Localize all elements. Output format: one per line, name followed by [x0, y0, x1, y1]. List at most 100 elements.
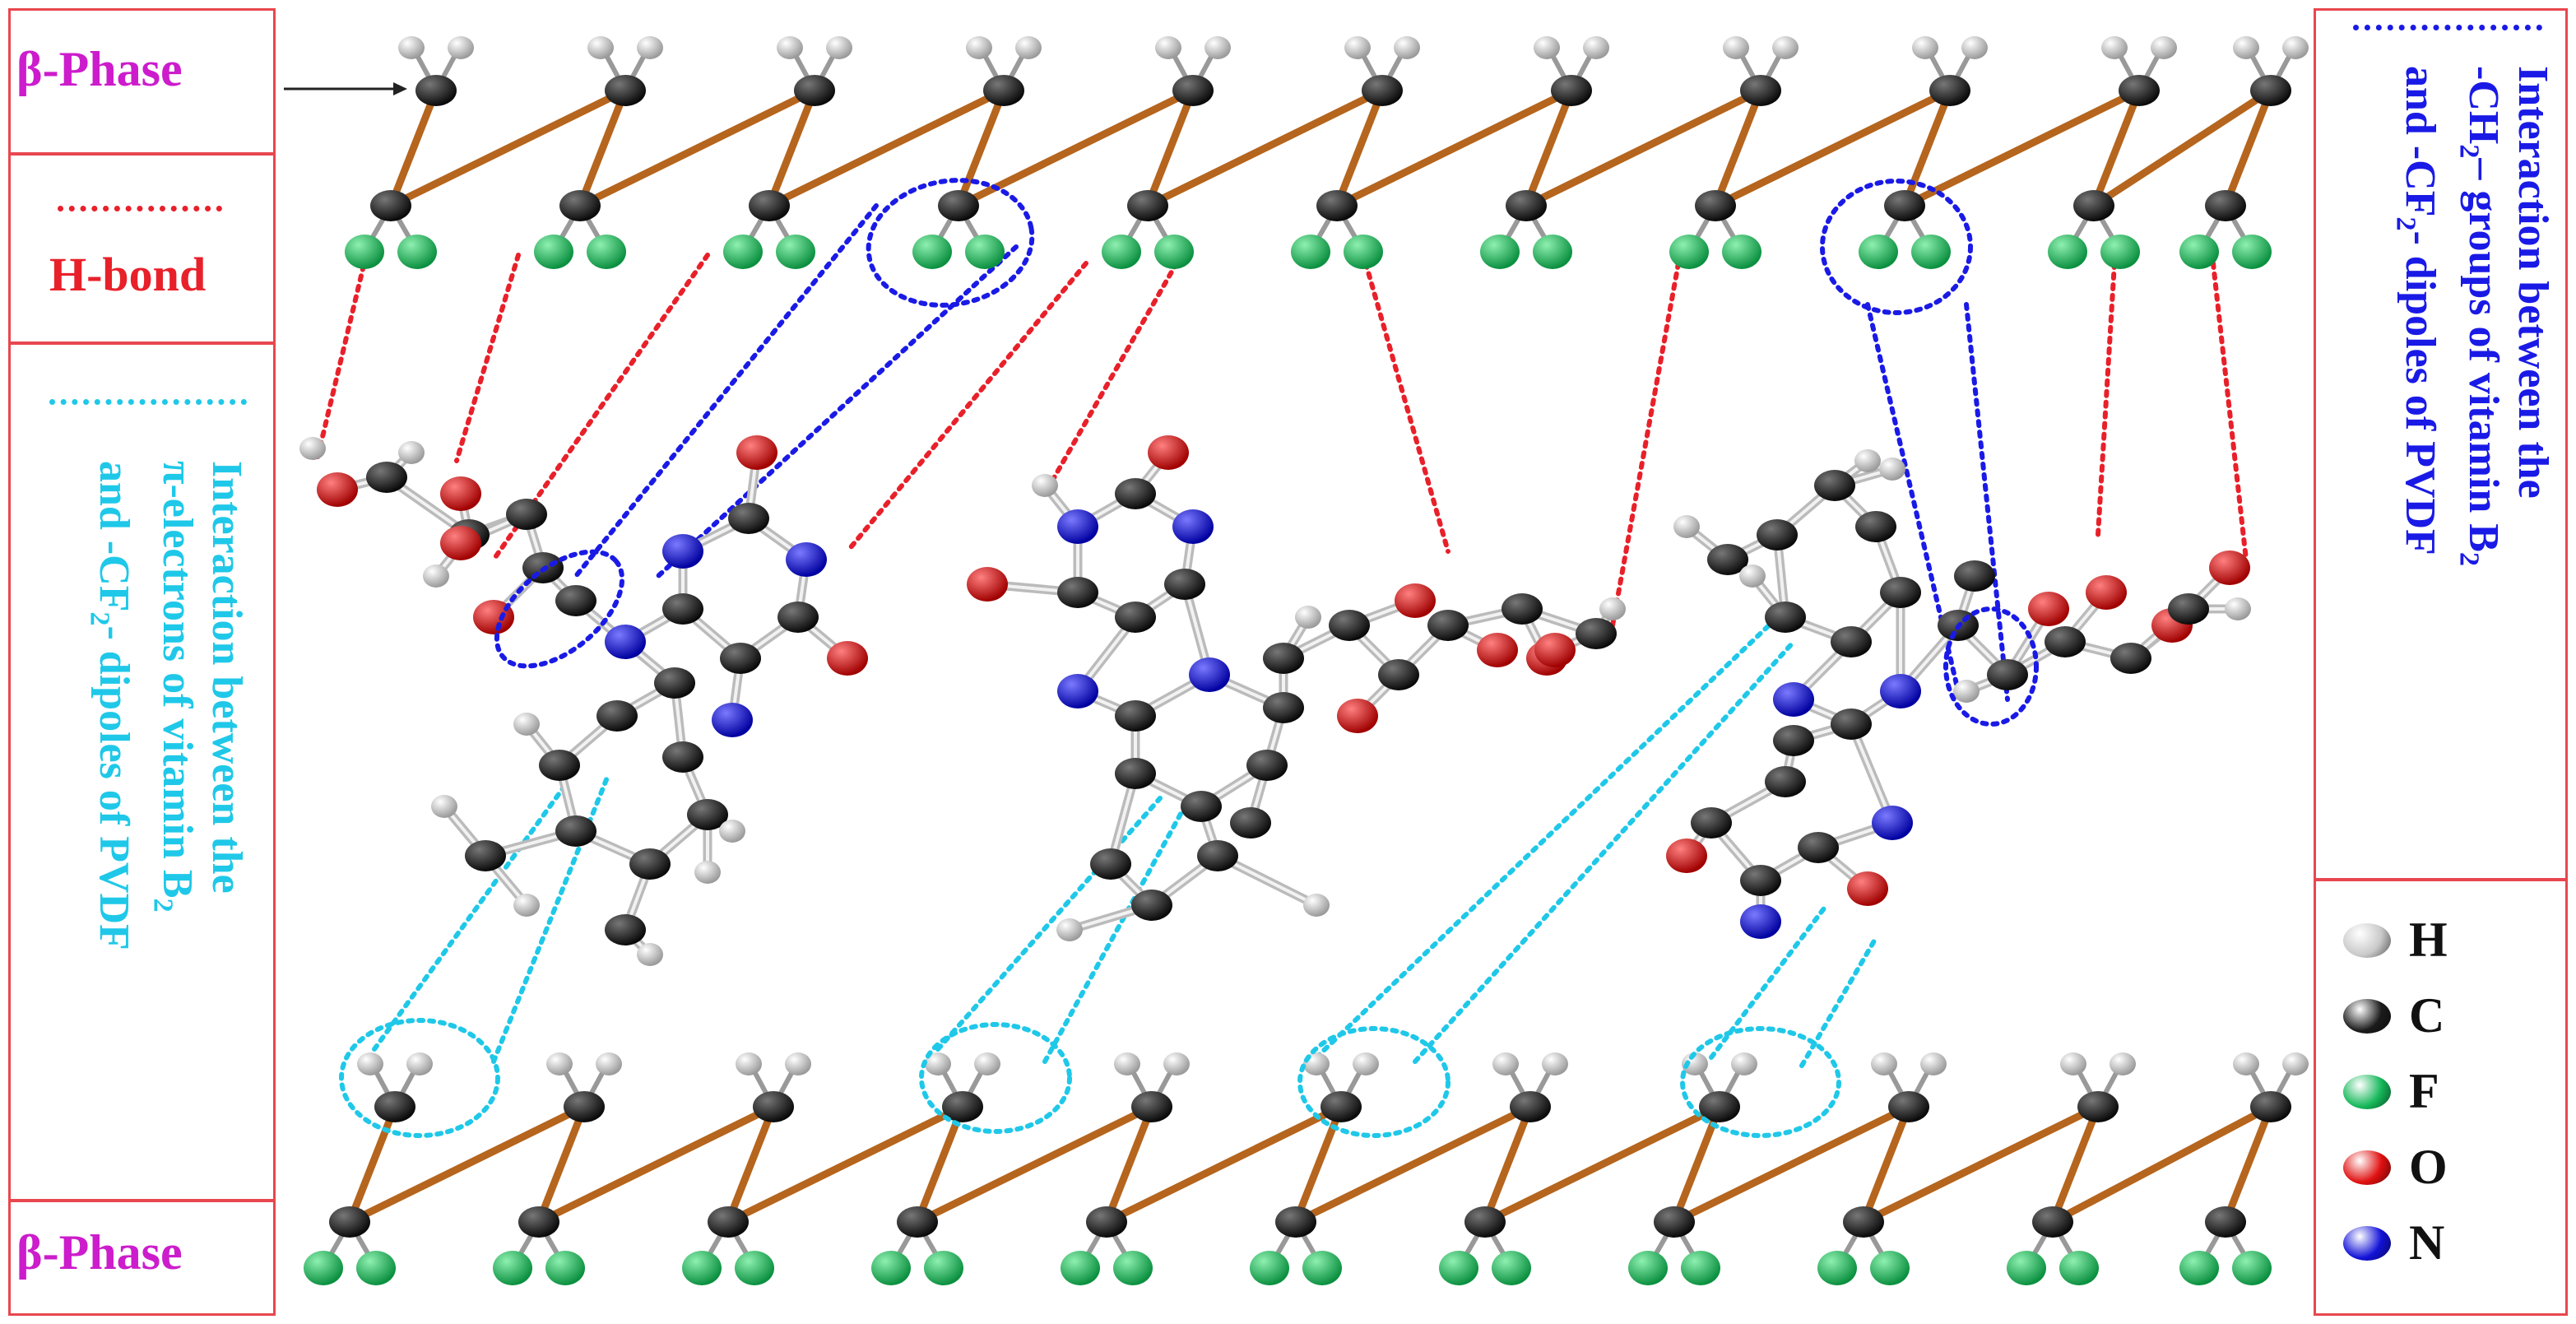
legend-symbol: F [2409, 1064, 2439, 1118]
hydrogen-atom [2282, 1052, 2309, 1075]
hydrogen-atom [1344, 36, 1371, 59]
carbon-atom [605, 914, 646, 945]
pi-interaction-line [935, 796, 1163, 1052]
bond [2221, 86, 2275, 210]
bond [1901, 86, 2143, 210]
nitrogen-atom [1057, 674, 1098, 708]
interaction-circle [1943, 606, 2039, 727]
bond [535, 1103, 777, 1226]
hydrogen-atom [357, 1052, 383, 1075]
hydrogen-atom [423, 564, 449, 588]
bond [1481, 1103, 1724, 1226]
carbon-atom [1115, 602, 1156, 633]
nitrogen-atom [1172, 509, 1214, 544]
oxygen-atom [1337, 699, 1378, 733]
hydrogen-atom [694, 861, 721, 884]
bond [1292, 1103, 1534, 1226]
fluorine-atom-swatch-icon [2343, 1074, 2391, 1109]
phase-top-label: β-Phase [16, 42, 183, 96]
carbon-atom [1888, 1091, 1929, 1122]
carbon-atom [753, 1091, 794, 1122]
oxygen-atom [1148, 435, 1189, 470]
hydrogen-atom [1953, 680, 1980, 703]
bond [2221, 1103, 2275, 1226]
fluorine-atom [682, 1251, 722, 1285]
hydrogen-atom [2060, 1052, 2086, 1075]
oxygen-atom [2086, 575, 2127, 610]
fluorine-atom [356, 1251, 396, 1285]
oxygen-atom [317, 472, 358, 507]
bond [1901, 86, 1954, 210]
hydrogen-atom [1682, 1052, 1708, 1075]
fluorine-atom [871, 1251, 911, 1285]
oxygen-atom [827, 641, 868, 676]
hydrogen-atom [637, 943, 663, 966]
carbon-atom [1329, 610, 1370, 641]
nitrogen-atom [1872, 806, 1913, 840]
bond [346, 1103, 399, 1226]
carbon-atom [1929, 75, 1970, 106]
bond [2090, 86, 2275, 210]
carbon-atom [564, 1091, 605, 1122]
fluorine-atom [924, 1251, 963, 1285]
fluorine-atom [2232, 235, 2272, 269]
pi-interaction-line [1413, 639, 1796, 1064]
fluorine-atom [1911, 235, 1951, 269]
carbon-atom [1275, 1206, 1316, 1238]
bond [1333, 86, 1576, 210]
hydrogen-atom [1871, 1052, 1897, 1075]
hydrogen-atom [777, 36, 803, 59]
oxygen-atom [1477, 633, 1518, 667]
carbon-atom [370, 190, 411, 221]
fluorine-atom [723, 235, 763, 269]
hydrogen-atom [2101, 36, 2128, 59]
bond [765, 86, 1008, 210]
fluorine-atom [1681, 1251, 1720, 1285]
carbon-atom [465, 840, 506, 871]
bond [913, 1103, 967, 1226]
hydrogen-atom [1854, 449, 1881, 472]
hydrogen-atom [1599, 597, 1626, 620]
carbon-atom [1773, 725, 1814, 756]
nitrogen-atom-swatch-icon [2343, 1225, 2391, 1261]
fluorine-atom [2059, 1251, 2099, 1285]
oxygen-atom [2028, 592, 2069, 626]
interaction-circle [1680, 1026, 1841, 1138]
hydrogen-atom [1204, 36, 1231, 59]
hydrogen-atom [736, 1052, 762, 1075]
hydrogen-atom [1879, 458, 1905, 481]
hydrogen-atom [1163, 1052, 1190, 1075]
fluorine-atom [965, 235, 1005, 269]
legend-symbol: N [2409, 1215, 2445, 1270]
pi-interaction-line [1799, 936, 1878, 1068]
carbon-atom [1765, 602, 1806, 633]
hydrogen-atom [1303, 894, 1330, 917]
carbon-atom-swatch-icon [2343, 998, 2391, 1034]
hydrogen-atom [1353, 1052, 1379, 1075]
bond [576, 86, 819, 210]
carbon-atom [2119, 75, 2160, 106]
legend-symbol: O [2409, 1140, 2448, 1194]
ch2-interaction-line [656, 244, 1019, 578]
carbon-atom [2073, 190, 2114, 221]
hydrogen-atom-swatch-icon [2343, 922, 2391, 958]
bond [1711, 86, 1765, 210]
fluorine-atom [1113, 1251, 1153, 1285]
hydrogen-atom [1032, 474, 1058, 497]
carbon-atom [1707, 544, 1748, 575]
interaction-circle [866, 178, 1035, 308]
hydrogen-atom [546, 1052, 573, 1075]
legend-item-o: O [2343, 1139, 2448, 1196]
interaction-circle [1297, 1026, 1450, 1138]
carbon-atom [1181, 791, 1222, 822]
ch2-interaction-line [1964, 302, 2010, 702]
hydrogen-atom [1731, 1052, 1757, 1075]
legend-symbol: C [2409, 988, 2445, 1043]
oxygen-atom [2209, 551, 2250, 585]
carbon-atom [2077, 1091, 2119, 1122]
bond [1144, 86, 1197, 210]
hbond-lines [314, 253, 2249, 628]
bond [2049, 1103, 2275, 1226]
oxygen-atom [1666, 839, 1707, 873]
interaction-circle [339, 1018, 500, 1138]
